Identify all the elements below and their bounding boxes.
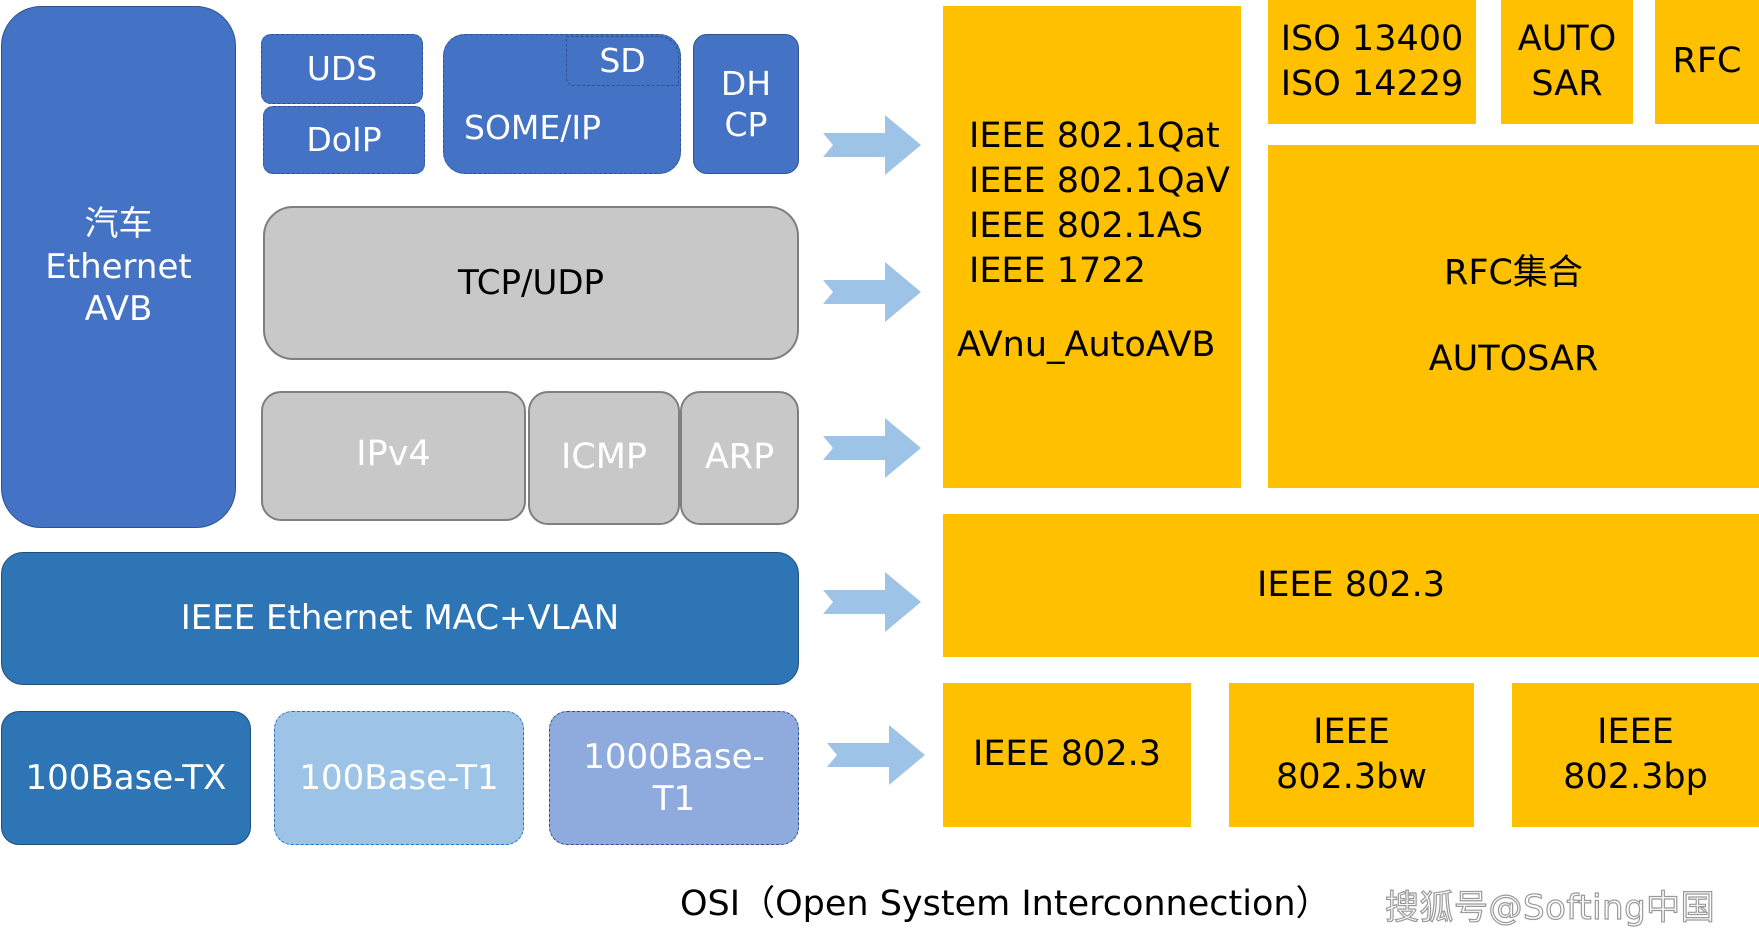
base-100tx-label: 100Base-TX (25, 757, 227, 798)
sd-block: SD (566, 36, 679, 86)
tcp-udp-label: TCP/UDP (457, 262, 605, 303)
avnu-label: AVnu_AutoAVB (957, 325, 1216, 365)
ipv4-block: IPv4 (261, 391, 526, 521)
base-1000t1-block: 1000Base- T1 (549, 711, 799, 845)
uds-block: UDS (261, 34, 423, 104)
mac-vlan-block: IEEE Ethernet MAC+VLAN (1, 552, 799, 685)
uds-label: UDS (306, 49, 378, 89)
autosar-top-block: AUTO SAR (1501, 0, 1633, 124)
rfc-block: RFC (1655, 0, 1759, 124)
avb-standards-label: IEEE 802.1Qat IEEE 802.1QaV IEEE 802.1AS… (969, 116, 1230, 291)
iso-block: ISO 13400 ISO 14229 (1268, 0, 1476, 124)
arp-label: ARP (704, 437, 775, 478)
doip-block: DoIP (263, 106, 425, 174)
dhcp-block: DH CP (693, 34, 799, 174)
sd-label: SD (599, 41, 646, 81)
arrow-right-icon (823, 418, 921, 478)
autosar-top-label: AUTO SAR (1517, 19, 1617, 104)
base-100t1-label: 100Base-T1 (299, 757, 499, 798)
icmp-block: ICMP (528, 391, 680, 525)
arrow-right-icon (823, 572, 921, 632)
avb-standards-block: IEEE 802.1Qat IEEE 802.1QaV IEEE 802.1AS… (943, 6, 1241, 488)
rfc-label: RFC (1672, 41, 1742, 82)
arrow-right-icon (823, 115, 921, 175)
base-100tx-block: 100Base-TX (1, 711, 251, 845)
arrow-right-icon (823, 262, 921, 322)
ieee8023bp-block: IEEE 802.3bp (1512, 683, 1759, 827)
diagram-caption: OSI（Open System Interconnection） (680, 884, 1331, 924)
ieee8023bw-label: IEEE 802.3bw (1275, 712, 1428, 797)
arp-block: ARP (680, 391, 799, 525)
ieee8023bp-label: IEEE 802.3bp (1563, 712, 1708, 797)
icmp-label: ICMP (560, 437, 648, 478)
watermark: 搜狐号@Softing中国 (1384, 887, 1716, 928)
automotive-ethernet-avb-label: 汽车 Ethernet AVB (45, 204, 192, 330)
doip-label: DoIP (306, 120, 382, 160)
autosar-label: AUTOSAR (1428, 338, 1599, 379)
rfc-set-label: RFC集合 (1444, 252, 1583, 293)
tcp-udp-block: TCP/UDP (263, 206, 799, 360)
ieee8023-wide-block: IEEE 802.3 (943, 514, 1759, 657)
ieee8023-block: IEEE 802.3 (943, 683, 1191, 827)
ieee8023-wide-label: IEEE 802.3 (1257, 564, 1445, 605)
mac-vlan-label: IEEE Ethernet MAC+VLAN (180, 598, 620, 639)
iso-label: ISO 13400 ISO 14229 (1280, 19, 1464, 104)
base-100t1-block: 100Base-T1 (274, 711, 524, 845)
rfc-autosar-block: RFC集合 AUTOSAR (1268, 145, 1759, 488)
ieee8023bw-block: IEEE 802.3bw (1229, 683, 1474, 827)
automotive-ethernet-avb-block: 汽车 Ethernet AVB (1, 6, 236, 528)
arrow-right-icon (827, 725, 925, 785)
base-1000t1-label: 1000Base- T1 (583, 736, 765, 820)
ipv4-label: IPv4 (356, 434, 431, 474)
dhcp-label: DH CP (720, 63, 772, 144)
someip-label: SOME/IP (464, 108, 601, 147)
ieee8023-label: IEEE 802.3 (973, 734, 1161, 775)
